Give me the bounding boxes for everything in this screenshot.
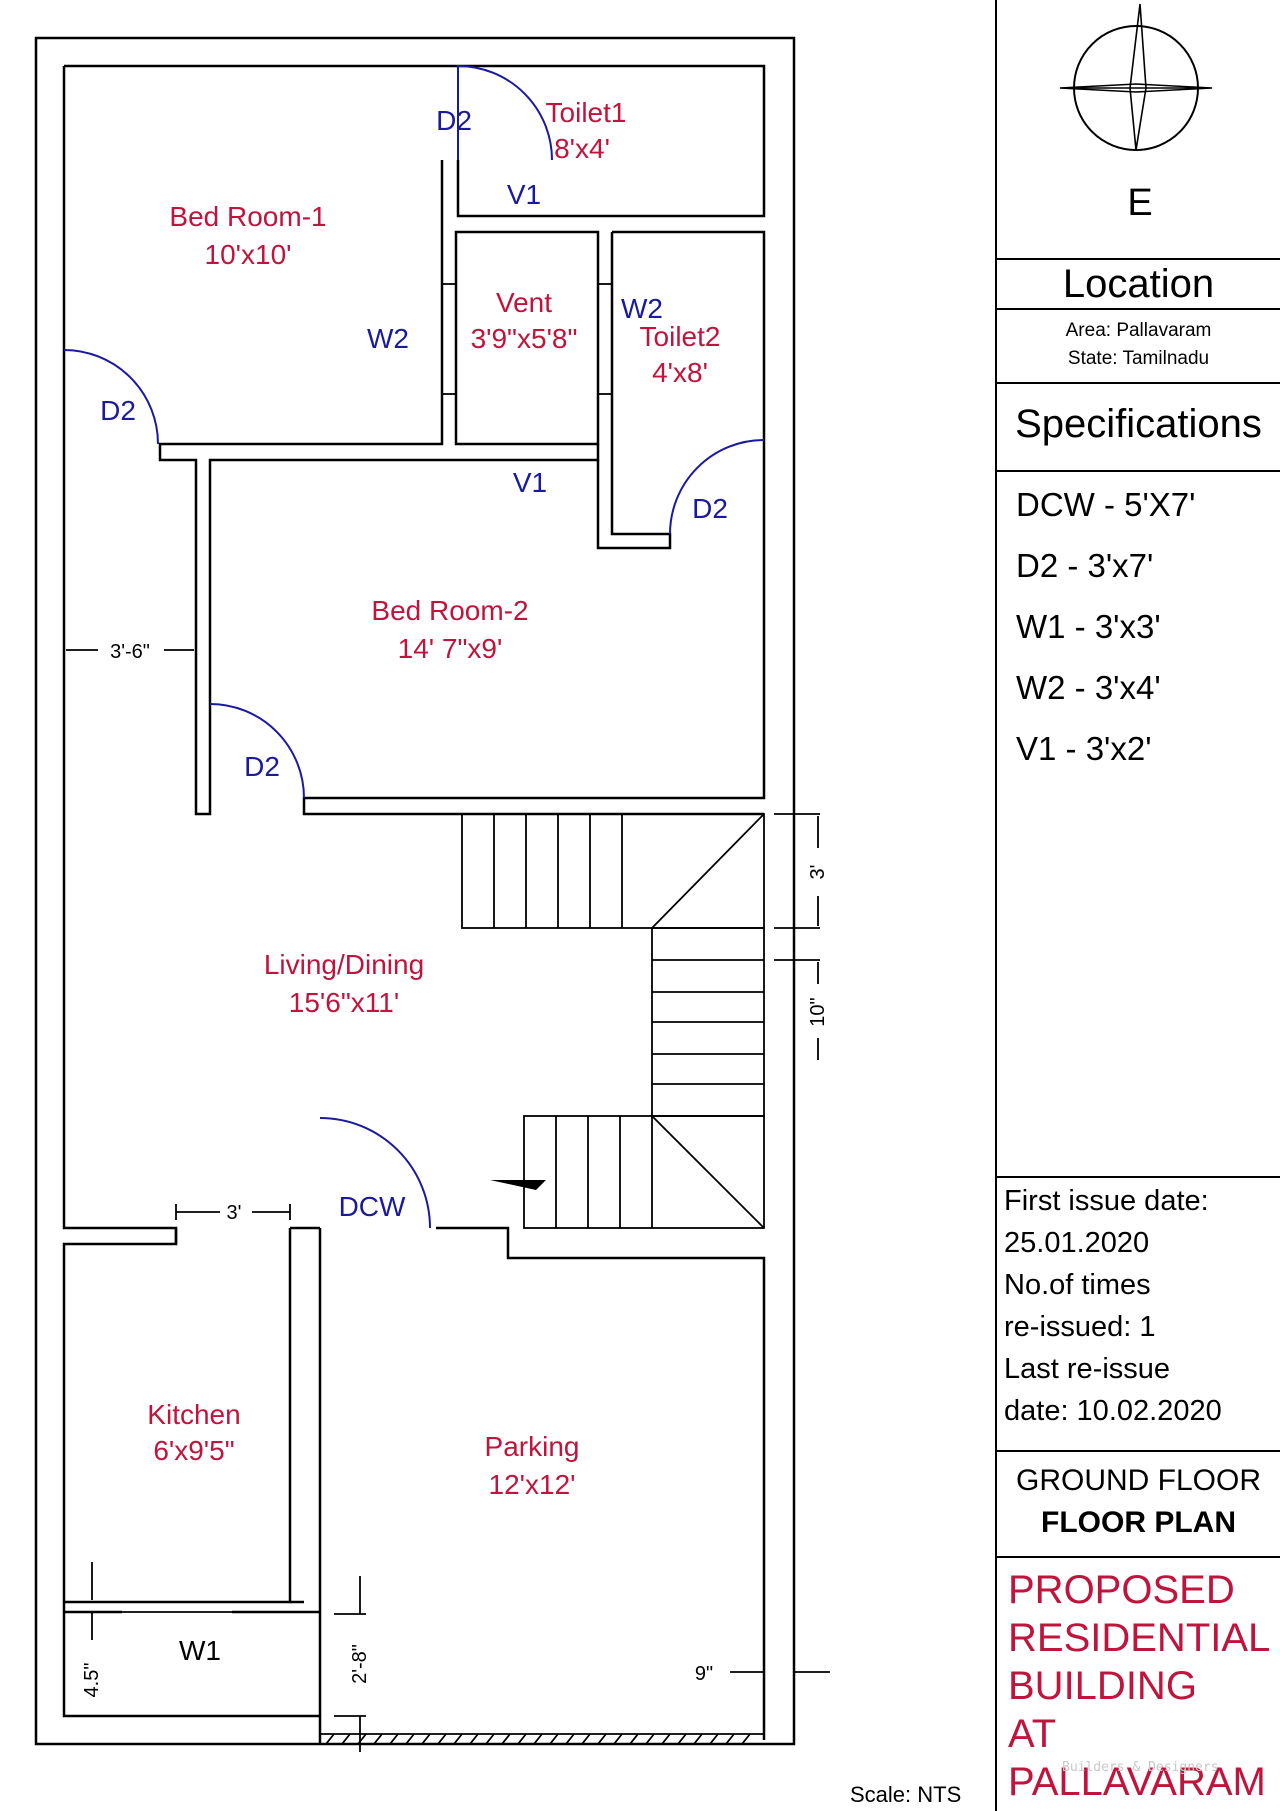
door-swing bbox=[669, 439, 765, 535]
tag-w2: W2 bbox=[367, 323, 409, 354]
scale-label: Scale: NTS bbox=[850, 1782, 962, 1807]
watermark: Builders & Designers bbox=[1062, 1760, 1219, 1775]
dim-stair-mid: 10" bbox=[807, 997, 829, 1026]
tag-d2: D2 bbox=[436, 105, 472, 136]
bed1-size: 10'x10' bbox=[205, 239, 292, 270]
issue-line: First issue date: bbox=[1004, 1185, 1209, 1217]
inner-wall-left bbox=[62, 66, 322, 1744]
kitchen-name: Kitchen bbox=[147, 1399, 240, 1430]
living-size: 15'6"x11' bbox=[289, 987, 399, 1018]
door-swing bbox=[209, 703, 305, 799]
spec-item: DCW - 5'X7' bbox=[1016, 486, 1196, 523]
living-name: Living/Dining bbox=[264, 949, 424, 980]
parking-hatch bbox=[320, 1733, 764, 1745]
project-line: PALLAVARAM bbox=[1008, 1760, 1266, 1804]
compass-label: E bbox=[1127, 182, 1153, 224]
parking-name: Parking bbox=[485, 1431, 580, 1462]
tag-d2: D2 bbox=[100, 395, 136, 426]
dim-parking-bottom: 2'-8" bbox=[349, 1644, 371, 1684]
vent-bottom-wall bbox=[456, 444, 600, 462]
vent-name: Vent bbox=[496, 287, 552, 318]
tag-v1: V1 bbox=[513, 467, 547, 498]
toilet1-name: Toilet1 bbox=[546, 97, 627, 128]
inner-wall-top bbox=[64, 64, 766, 218]
spec-item: D2 - 3'x7' bbox=[1016, 547, 1154, 584]
bed1-right-wall bbox=[158, 160, 456, 816]
toilet2-wall bbox=[302, 230, 766, 816]
toilet2-size: 4'x8' bbox=[652, 357, 708, 388]
dim-kitchen-bottom: 4.5" bbox=[81, 1663, 103, 1698]
outer-wall bbox=[34, 36, 796, 1746]
door-swing bbox=[457, 64, 553, 161]
dim-corridor: 3'-6" bbox=[110, 641, 150, 663]
door-swing bbox=[319, 1117, 431, 1229]
tag-dcw: DCW bbox=[339, 1191, 406, 1222]
issue-line: re-issued: 1 bbox=[1004, 1311, 1156, 1343]
tag-w2: W2 bbox=[621, 293, 663, 324]
toilet1-size: 8'x4' bbox=[554, 133, 610, 164]
door-swing bbox=[63, 349, 159, 445]
location-heading: Location bbox=[1062, 262, 1215, 306]
location-state: State: Tamilnadu bbox=[1067, 348, 1210, 369]
bed1-name: Bed Room-1 bbox=[169, 201, 326, 232]
project-line: PROPOSED bbox=[1008, 1568, 1235, 1612]
issue-line: 25.01.2020 bbox=[1004, 1227, 1150, 1259]
spec-item: V1 - 3'x2' bbox=[1016, 730, 1152, 767]
floor-type: FLOOR PLAN bbox=[1041, 1506, 1236, 1539]
tag-w1: W1 bbox=[179, 1635, 221, 1666]
compass-icon bbox=[1059, 3, 1213, 151]
toilet2-name: Toilet2 bbox=[640, 321, 721, 352]
tag-v1: V1 bbox=[507, 179, 541, 210]
specifications-list: DCW - 5'X7' D2 - 3'x7' W1 - 3'x3' W2 - 3… bbox=[1016, 486, 1280, 791]
vent-size: 3'9"x5'8" bbox=[471, 323, 578, 354]
issue-line: No.of times bbox=[1004, 1269, 1151, 1301]
staircase bbox=[461, 813, 765, 1229]
bed2-name: Bed Room-2 bbox=[371, 595, 528, 626]
kitchen-size: 6'x9'5" bbox=[153, 1435, 234, 1466]
dim-stair-top: 3' bbox=[807, 865, 829, 880]
floor-level: GROUND FLOOR bbox=[1015, 1464, 1261, 1497]
spec-item: W1 - 3'x3' bbox=[1016, 608, 1161, 645]
issue-line: date: 10.02.2020 bbox=[1004, 1395, 1222, 1427]
tag-d2: D2 bbox=[692, 493, 728, 524]
location-area: Area: Pallavaram bbox=[1065, 320, 1212, 341]
project-line: BUILDING bbox=[1008, 1664, 1197, 1708]
project-title: PROPOSED RESIDENTIAL BUILDING AT PALLAVA… bbox=[1008, 1566, 1280, 1806]
project-line: RESIDENTIAL bbox=[1008, 1616, 1271, 1660]
dim-kitchen-gap: 3' bbox=[227, 1202, 242, 1224]
specifications-heading: Specifications bbox=[1015, 402, 1262, 446]
spec-item: W2 - 3'x4' bbox=[1016, 669, 1161, 706]
bed2-size: 14' 7"x9' bbox=[398, 633, 503, 664]
parking-size: 12'x12' bbox=[489, 1469, 576, 1500]
dim-right-wall: 9" bbox=[695, 1663, 713, 1685]
project-line: AT bbox=[1008, 1712, 1057, 1756]
issue-line: Last re-issue bbox=[1004, 1353, 1171, 1385]
tag-d2: D2 bbox=[244, 751, 280, 782]
issue-block: First issue date: 25.01.2020 No.of times… bbox=[1004, 1180, 1280, 1432]
